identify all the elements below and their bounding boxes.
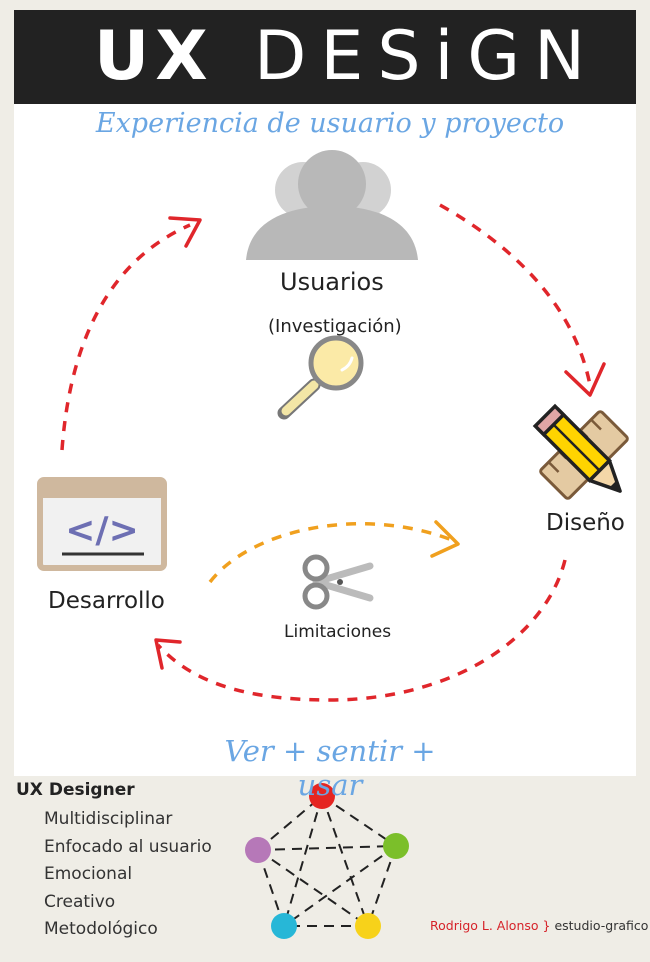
research-label: (Investigación) (268, 316, 402, 337)
magnifier-icon (277, 335, 364, 420)
arrow-dev-to-users (60, 216, 202, 451)
node-red (309, 783, 335, 809)
trait-item: Multidisciplinar (44, 809, 173, 829)
trait-item: Metodológico (44, 919, 158, 939)
trait-item: Creativo (44, 891, 116, 912)
credit: Rodrigo L. Alonso } estudio-grafico (430, 918, 648, 933)
motto: Ver + sentir + usar (224, 734, 436, 802)
node-green (383, 833, 409, 859)
designer-network (245, 783, 409, 939)
code-window-icon (37, 477, 167, 571)
arrow-dev-to-design-orange (208, 520, 460, 584)
title-ux: UX (94, 17, 214, 96)
design-label: Diseño (546, 510, 625, 536)
node-yellow (355, 913, 381, 939)
limitations-label: Limitaciones (284, 622, 392, 642)
trait-item: Emocional (44, 864, 133, 884)
pencil-ruler-icon (532, 403, 629, 500)
node-purple (245, 837, 271, 863)
ux-designer-title: UX Designer (16, 780, 135, 800)
node-cyan (271, 913, 297, 939)
header-bar: UX DESiGN (14, 10, 636, 104)
scissors-icon (302, 554, 374, 610)
subtitle: Experiencia de usuario y proyecto (95, 108, 565, 139)
designer-traits-list: Multidisciplinar Enfocado al usuario Emo… (44, 806, 212, 944)
users-label: Usuarios (280, 268, 384, 296)
users-icon (246, 150, 418, 260)
title-design: DESiGN (254, 17, 599, 96)
code-symbol: </> (65, 510, 138, 551)
development-label: Desarrollo (48, 588, 165, 614)
arrow-design-to-dev (154, 559, 567, 702)
credit-separator: } (538, 918, 555, 933)
credit-author: Rodrigo L. Alonso (430, 918, 539, 933)
credit-studio: estudio-grafico (554, 918, 649, 933)
arrow-users-to-design (439, 203, 606, 397)
trait-item: Enfocado al usuario (44, 836, 212, 857)
